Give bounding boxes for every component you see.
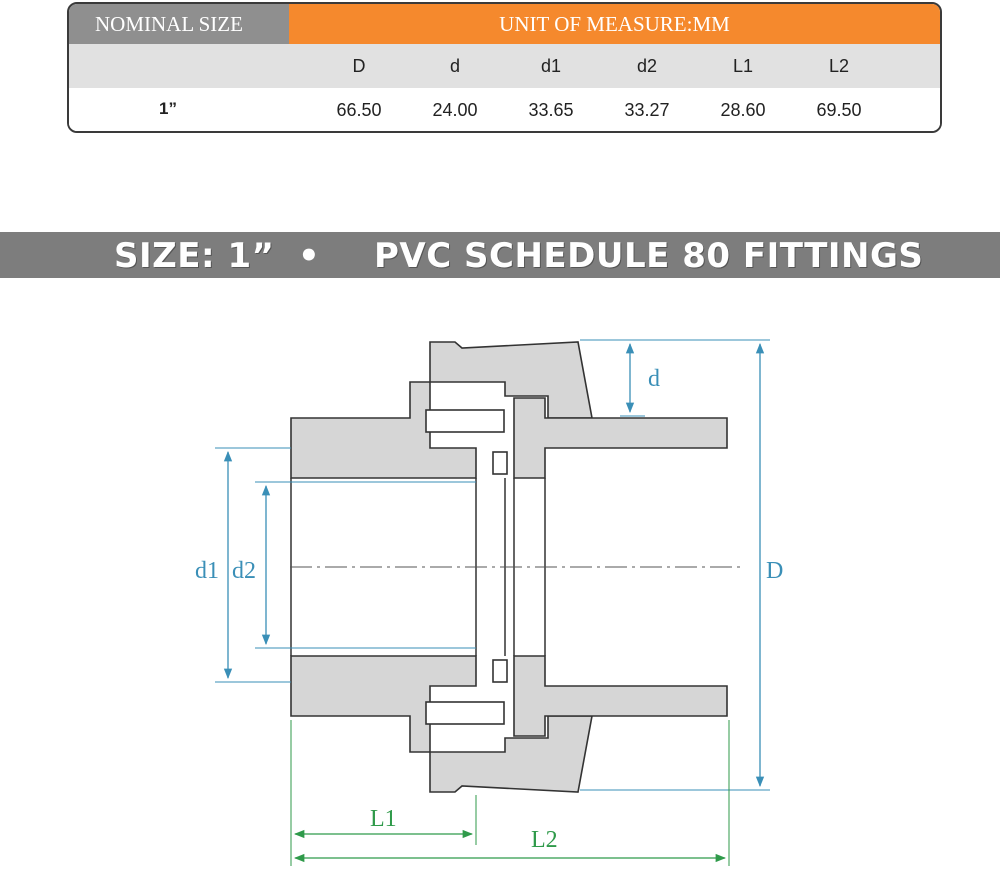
value-cell: 33.27 <box>624 100 670 120</box>
D-label: D <box>766 558 783 584</box>
table-header: NOMINAL SIZE UNIT OF MEASURE:MM <box>69 4 940 44</box>
value-cell: 28.60 <box>720 100 766 120</box>
L1-label: L1 <box>370 806 397 832</box>
value-cell: 66.50 <box>336 100 382 120</box>
value-cell: 33.65 <box>528 100 574 120</box>
fitting-body <box>290 341 728 793</box>
column-header: d1 <box>540 56 562 76</box>
size-cell: 1” <box>159 99 177 118</box>
oring-groove-top <box>492 451 508 475</box>
right-socket-bottom-wall <box>513 655 728 737</box>
column-header: L1 <box>732 56 754 76</box>
column-header: d2 <box>636 56 658 76</box>
union-nut-bottom <box>429 715 593 793</box>
nominal-size-header: NOMINAL SIZE <box>69 4 289 44</box>
oring-groove-bottom <box>492 659 508 683</box>
table-row: 1” 66.50 24.00 33.65 33.27 28.60 69.50 <box>69 88 940 131</box>
d2-label: d2 <box>232 558 256 584</box>
union-nut-top <box>429 341 593 419</box>
d-label: d <box>648 366 660 392</box>
thread-slot-bottom <box>425 701 505 725</box>
banner-size-text: SIZE: 1” <box>114 236 275 276</box>
column-header: L2 <box>828 56 850 76</box>
unit-of-measure-header: UNIT OF MEASURE:MM <box>289 4 940 44</box>
product-banner: SIZE: 1” • PVC SCHEDULE 80 FITTINGS <box>0 232 1000 278</box>
banner-separator: • <box>298 236 320 276</box>
blue-dimension-arrows <box>223 342 765 788</box>
green-dimension-arrows <box>293 829 727 863</box>
banner-product-text: PVC SCHEDULE 80 FITTINGS <box>374 236 924 276</box>
green-extension-lines <box>290 720 730 866</box>
column-header: d <box>449 56 460 76</box>
column-header-row: D d d1 d2 L1 L2 <box>69 44 940 88</box>
L2-label: L2 <box>531 827 558 853</box>
right-socket-top-wall <box>513 397 728 479</box>
thread-slot-top <box>425 409 505 433</box>
value-cell: 24.00 <box>432 100 478 120</box>
value-cell: 69.50 <box>816 100 862 120</box>
left-socket-top-wall <box>290 381 477 479</box>
left-socket-bottom-wall <box>290 655 477 753</box>
spec-table: NOMINAL SIZE UNIT OF MEASURE:MM D d d1 d… <box>67 2 942 133</box>
column-header: D <box>352 56 366 76</box>
d1-label: d1 <box>195 558 219 584</box>
blue-extension-lines <box>215 339 770 791</box>
